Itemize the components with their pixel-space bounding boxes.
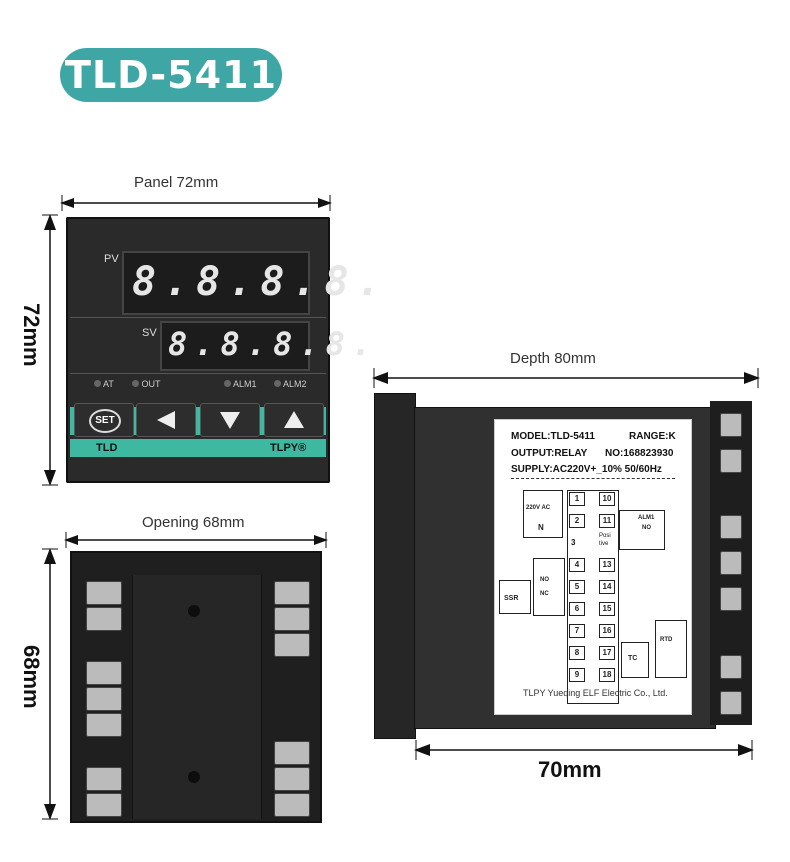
alarm-connection: ALM1 NO bbox=[619, 510, 665, 550]
pin-4: 4 bbox=[569, 558, 585, 572]
arrow-left-icon bbox=[157, 411, 175, 429]
pin-1: 1 bbox=[569, 492, 585, 506]
body-dimension-label: 70mm bbox=[538, 757, 602, 782]
pin-6: 6 bbox=[569, 602, 585, 616]
tc-connection: TC bbox=[621, 642, 649, 678]
opening-dimension-arrow bbox=[64, 532, 328, 548]
label-output: OUTPUT:RELAY bbox=[511, 448, 588, 459]
indicator-alm1: ALM1 bbox=[224, 379, 257, 389]
model-badge: TLD-5411 bbox=[60, 48, 282, 102]
arrow-up-icon bbox=[284, 411, 304, 428]
pv-digits: 8.8.8.8. bbox=[132, 259, 389, 305]
pin-9: 9 bbox=[569, 668, 585, 682]
pin-14: 14 bbox=[599, 580, 615, 594]
label-positive: Posi tive bbox=[599, 533, 611, 547]
indicator-at: AT bbox=[94, 379, 114, 389]
panel-dimension-label: Panel 72mm bbox=[134, 174, 219, 191]
pin-18: 18 bbox=[599, 668, 615, 682]
pin-2: 2 bbox=[569, 514, 585, 528]
sv-label: SV bbox=[142, 327, 157, 339]
rtd-connection: RTD bbox=[655, 620, 687, 678]
pin-5: 5 bbox=[569, 580, 585, 594]
height72-dimension-arrow bbox=[42, 214, 58, 486]
sv-digits: 8.8.8.8. bbox=[168, 325, 379, 363]
label-range: RANGE:K bbox=[629, 431, 676, 442]
pin-8: 8 bbox=[569, 646, 585, 660]
set-button-label: SET bbox=[89, 409, 121, 433]
pv-display: 8.8.8.8. bbox=[122, 251, 381, 315]
pin-7: 7 bbox=[569, 624, 585, 638]
body-dimension-arrow bbox=[414, 740, 754, 760]
label-company: TLPY Yueqing ELF Electric Co., Ltd. bbox=[523, 688, 668, 698]
height68-label: 68mm bbox=[19, 645, 44, 709]
pin-11: 11 bbox=[599, 514, 615, 528]
label-model: MODEL:TLD-5411 bbox=[511, 431, 595, 442]
left-button[interactable] bbox=[136, 403, 196, 437]
set-button[interactable]: SET bbox=[74, 403, 134, 437]
up-button[interactable] bbox=[264, 403, 324, 437]
power-connection: 220V AC N bbox=[523, 490, 563, 538]
label-supply: SUPPLY:AC220V+_10% 50/60Hz bbox=[511, 464, 662, 475]
spec-label: MODEL:TLD-5411 RANGE:K OUTPUT:RELAY NO:1… bbox=[494, 419, 692, 715]
pin-10: 10 bbox=[599, 492, 615, 506]
brand-strip: TLD TLPY® bbox=[70, 439, 326, 457]
pin-16: 16 bbox=[599, 624, 615, 638]
down-button[interactable] bbox=[200, 403, 260, 437]
pv-label: PV bbox=[104, 253, 119, 265]
pin-15: 15 bbox=[599, 602, 615, 616]
arrow-down-icon bbox=[220, 412, 240, 429]
depth-dimension-label: Depth 80mm bbox=[510, 350, 596, 367]
indicator-alm2: ALM2 bbox=[274, 379, 307, 389]
brand-left: TLD bbox=[96, 442, 118, 454]
ssr-connection: SSR bbox=[499, 580, 531, 614]
sv-display: 8.8.8.8. bbox=[160, 321, 371, 371]
relay-connection: NO NC bbox=[533, 558, 565, 616]
indicator-out: OUT bbox=[132, 379, 161, 389]
label-no: NO:168823930 bbox=[605, 448, 674, 459]
opening-dimension-label: Opening 68mm bbox=[142, 514, 245, 531]
pin-13: 13 bbox=[599, 558, 615, 572]
height68-dimension-arrow bbox=[42, 548, 58, 820]
depth-dimension-arrow bbox=[372, 368, 760, 388]
controller-front-panel: PV 8.8.8.8. SV 8.8.8.8. AT OUT ALM1 ALM2… bbox=[66, 217, 381, 483]
pin-3: 3 bbox=[571, 538, 576, 547]
brand-right: TLPY® bbox=[270, 442, 307, 454]
panel-dimension-arrow bbox=[60, 195, 332, 211]
height72-label: 72mm bbox=[19, 303, 44, 367]
controller-back-view bbox=[70, 551, 322, 823]
pin-17: 17 bbox=[599, 646, 615, 660]
